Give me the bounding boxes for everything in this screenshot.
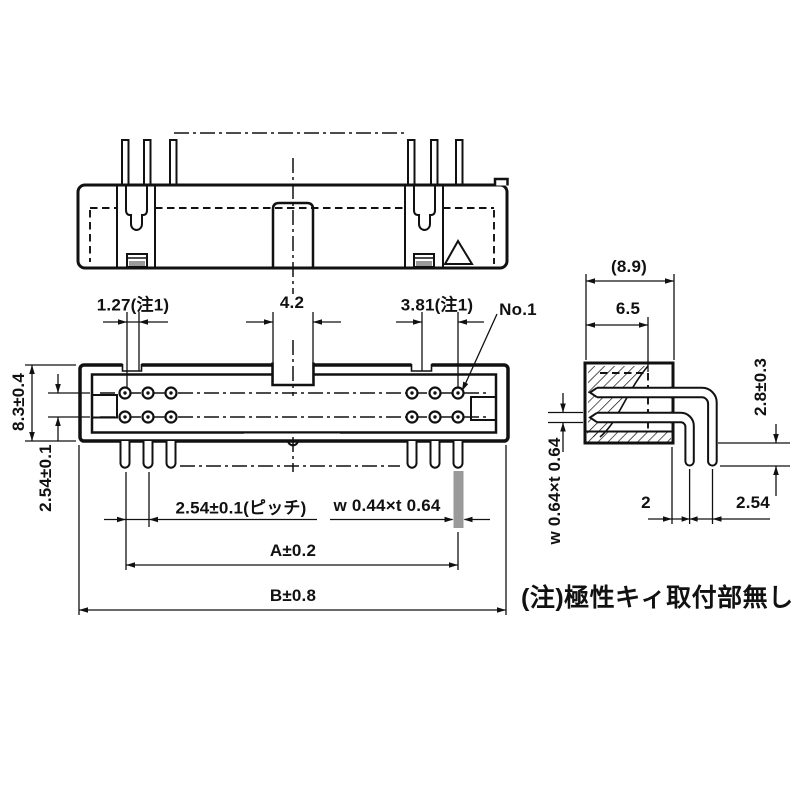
bent-pin-top: [670, 386, 718, 467]
dim-label-1-27: 1.27(注1): [96, 295, 170, 315]
highlighted-tail: [453, 471, 464, 528]
dim-label-tail-length: 2.8±0.3: [751, 358, 770, 416]
side-view: [548, 274, 790, 524]
polarity-key-note: (注)極性キィ取付部無し: [521, 584, 794, 612]
front-view: [25, 312, 510, 615]
dim-label-b: B±0.8: [269, 586, 317, 605]
dim-label-height: 8.3±0.4: [9, 373, 28, 431]
top-view: [76, 132, 509, 294]
polarity-triangle: [443, 239, 474, 265]
dim-label-standoff: 2: [641, 493, 651, 512]
pin-no1-label: No.1: [499, 300, 537, 319]
dim-label-row-pitch: 2.54±0.1: [36, 444, 55, 512]
dim-label-row-spacing: 2.54: [736, 493, 770, 512]
latch-slot: [125, 186, 148, 231]
dim-label-body-depth: 6.5: [615, 299, 641, 318]
dim-label-3-81: 3.81(注1): [400, 295, 474, 315]
dim-label-4-2: 4.2: [279, 293, 305, 312]
dim-label-overall-depth: (8.9): [611, 257, 647, 276]
dim-label-pitch: 2.54±0.1(ピッチ): [175, 498, 307, 518]
latch-slot: [413, 186, 436, 231]
bent-pin-bottom: [670, 411, 695, 467]
dim-label-a: A±0.2: [269, 541, 317, 560]
dim-label-tail-section-side: w 0.64×t 0.64: [545, 437, 564, 545]
dim-label-tail-section-front: w 0.44×t 0.64: [333, 496, 441, 515]
